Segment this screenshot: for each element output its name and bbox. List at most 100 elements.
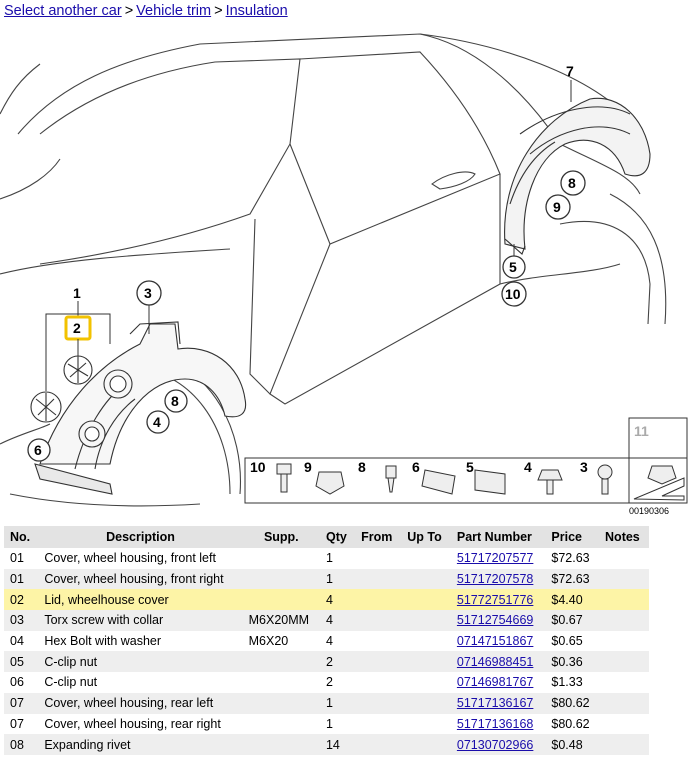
cell-no: 03 xyxy=(4,610,39,631)
cell-upto xyxy=(401,610,451,631)
rear-wheel-housing-cover xyxy=(504,97,651,255)
cell-description: Cover, wheel housing, front right xyxy=(38,568,243,590)
cell-price: $0.48 xyxy=(545,734,600,755)
cell-upto xyxy=(401,548,451,569)
cell-description: Cover, wheel housing, front left xyxy=(44,551,216,566)
cell-description: Cover, wheel housing, rear left xyxy=(38,692,243,714)
callout-9-circle[interactable] xyxy=(545,194,571,220)
breadcrumb-vehicle-trim-link[interactable]: Vehicle trim xyxy=(136,3,212,19)
table-header-row: No. Description Supp. Qty From Up To Par… xyxy=(4,526,649,548)
callout-8-front-circle[interactable] xyxy=(164,389,188,413)
cell-notes xyxy=(599,568,649,590)
cell-no: 04 xyxy=(10,634,24,649)
cell-notes xyxy=(599,631,649,652)
cell-qty: 2 xyxy=(319,651,356,673)
legend-number: 3 xyxy=(580,459,588,475)
cell-qty: 1 xyxy=(325,551,333,566)
cell-supp xyxy=(242,589,320,611)
lid-parts xyxy=(30,355,93,423)
cell-description: Hex Bolt with washer xyxy=(44,634,162,649)
part-number-link[interactable]: 51717207577 xyxy=(456,551,534,566)
cell-description: Cover, wheel housing, rear right xyxy=(44,716,221,731)
cell-no: 07 xyxy=(4,692,39,714)
cell-qty: 2 xyxy=(325,675,333,690)
callout-6: 6 xyxy=(34,442,42,458)
table-row: 08 Expanding rivet 14 07130702966 $0.48 xyxy=(4,734,649,755)
breadcrumb-separator: > xyxy=(214,3,223,19)
callout-5: 5 xyxy=(509,259,517,275)
breadcrumb-insulation-link[interactable]: Insulation xyxy=(225,3,288,19)
col-part-number: Part Number xyxy=(450,526,546,548)
breadcrumb: Select another car>Vehicle trim>Insulati… xyxy=(4,3,288,20)
col-no: No. xyxy=(4,526,39,548)
cell-supp xyxy=(243,548,320,569)
callout-10-circle[interactable] xyxy=(501,281,527,307)
cell-from xyxy=(355,610,402,631)
callout-3: 3 xyxy=(144,285,152,301)
cell-from xyxy=(355,651,402,673)
cell-no: 01 xyxy=(10,551,24,566)
part-number-link[interactable]: 51772751776 xyxy=(456,592,534,607)
cell-from xyxy=(355,692,402,714)
cell-no: 08 xyxy=(4,734,39,755)
cell-supp: M6X20 xyxy=(248,634,289,649)
cell-from xyxy=(355,548,401,569)
cell-upto xyxy=(401,672,451,693)
callout-6-circle[interactable] xyxy=(27,438,51,462)
table-row: 04 Hex Bolt with washer M6X20 4 07147151… xyxy=(4,631,649,652)
cell-no: 07 xyxy=(10,716,24,731)
col-notes: Notes xyxy=(599,526,649,548)
part-number-link[interactable]: 51717136167 xyxy=(456,696,534,711)
breadcrumb-select-car-link[interactable]: Select another car xyxy=(4,3,122,19)
callout-4-circle[interactable] xyxy=(146,410,170,434)
cell-no: 05 xyxy=(4,651,39,673)
part-number-link[interactable]: 51717136168 xyxy=(456,716,534,731)
part-number-link[interactable]: 07146988451 xyxy=(456,654,534,669)
part-number-link[interactable]: 07130702966 xyxy=(456,737,534,752)
cell-price: $0.36 xyxy=(545,651,600,673)
cell-notes xyxy=(599,714,649,735)
callout-8-rear-circle[interactable] xyxy=(560,170,586,196)
part-number-link[interactable]: 07147151867 xyxy=(456,634,534,649)
cell-description: Torx screw with collar xyxy=(38,610,243,631)
cell-price: $4.40 xyxy=(545,589,600,611)
col-from: From xyxy=(355,526,402,548)
cell-qty: 1 xyxy=(319,692,356,714)
cell-notes xyxy=(599,548,649,569)
cell-qty: 4 xyxy=(325,634,333,649)
cell-upto xyxy=(401,714,451,735)
callout-1: 1 xyxy=(73,285,81,301)
callout-4: 4 xyxy=(153,414,161,430)
col-upto: Up To xyxy=(401,526,451,548)
table-row: 01 Cover, wheel housing, front left 1 51… xyxy=(4,548,649,569)
cell-price: $72.63 xyxy=(545,568,600,590)
cell-qty: 4 xyxy=(319,589,356,611)
cell-upto xyxy=(401,631,451,652)
table-row: 06 C-clip nut 2 07146981767 $1.33 xyxy=(4,672,649,693)
part-number-link[interactable]: 51712754669 xyxy=(456,613,534,628)
cell-qty: 1 xyxy=(319,568,356,590)
col-description: Description xyxy=(38,526,243,548)
cell-supp xyxy=(243,672,320,693)
parts-diagram-drawing: 10 9 8 6 5 4 3 11 00190306 1 2 3 4 5 6 7… xyxy=(0,33,688,516)
part-number-link[interactable]: 51717207578 xyxy=(456,572,534,587)
cell-upto xyxy=(401,734,451,755)
cell-price: $80.62 xyxy=(545,692,600,714)
col-qty: Qty xyxy=(319,526,356,548)
cell-description: Expanding rivet xyxy=(38,734,243,755)
cell-notes xyxy=(599,692,649,714)
cell-price: $80.62 xyxy=(551,716,590,731)
cell-supp xyxy=(243,714,320,735)
cell-notes xyxy=(599,610,649,631)
cell-supp xyxy=(242,692,320,714)
col-supp: Supp. xyxy=(242,526,320,548)
cell-price: $0.65 xyxy=(551,634,583,649)
cell-qty: 1 xyxy=(325,716,333,731)
cell-qty: 14 xyxy=(319,734,356,755)
parts-legend: 10 9 8 6 5 4 3 11 00190306 xyxy=(244,417,688,516)
cell-description: C-clip nut xyxy=(38,651,243,673)
part-number-link[interactable]: 07146981767 xyxy=(456,675,534,690)
cell-no: 01 xyxy=(4,568,39,590)
cell-supp: M6X20MM xyxy=(242,610,320,631)
cell-from xyxy=(355,589,402,611)
